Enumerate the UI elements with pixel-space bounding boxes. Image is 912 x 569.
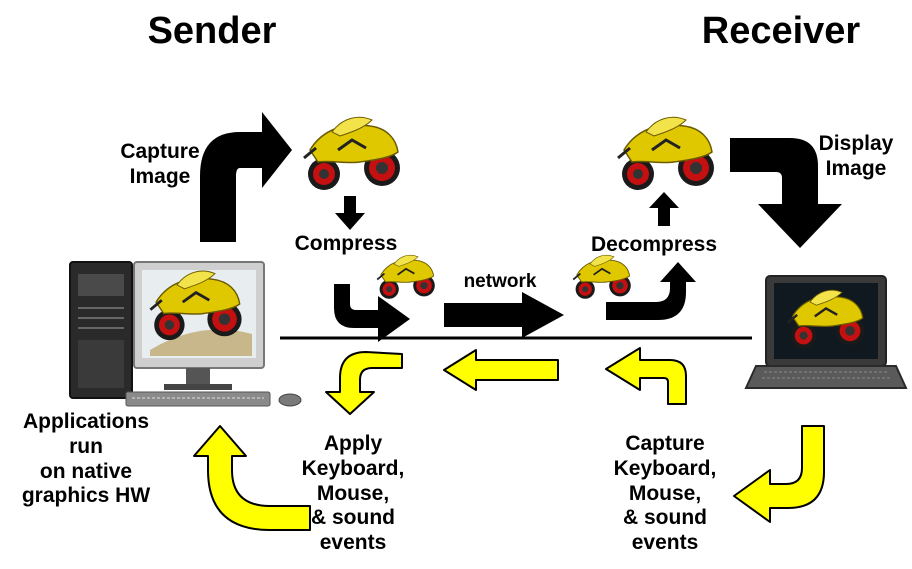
- motorcycle-image-icon: [302, 115, 402, 192]
- capture-image-label: Capture Image: [120, 140, 200, 188]
- receiver-title: Receiver: [701, 10, 861, 52]
- applications-arrow: [193, 425, 311, 531]
- network-arrow: [444, 292, 564, 338]
- motorcycle-image-icon: [376, 254, 436, 300]
- event-turn-arrow: [605, 347, 687, 405]
- applications-label: Applications run on native graphics HW: [21, 410, 151, 508]
- sender-title: Sender: [147, 10, 277, 52]
- decompress-up-arrow: [649, 192, 679, 226]
- display-image-arrow: [730, 138, 842, 248]
- event-left-arrow-1: [443, 349, 559, 391]
- capture-events-arrow: [733, 425, 825, 523]
- apply-events-arrow: [325, 351, 403, 415]
- compress-down-arrow: [335, 196, 365, 230]
- motorcycle-image-icon: [572, 254, 632, 300]
- capture-image-arrow: [200, 112, 292, 242]
- compress-label: Compress: [294, 232, 398, 255]
- compress-right-arrow: [334, 284, 410, 342]
- apply-events-label: Apply Keyboard, Mouse, & sound events: [301, 432, 405, 555]
- decompress-up-right-arrow: [606, 262, 696, 320]
- display-image-label: Display Image: [818, 132, 894, 180]
- capture-events-label: Capture Keyboard, Mouse, & sound events: [613, 432, 717, 555]
- network-label: network: [463, 271, 537, 292]
- motorcycle-image-icon: [616, 115, 716, 192]
- decompress-label: Decompress: [590, 233, 718, 256]
